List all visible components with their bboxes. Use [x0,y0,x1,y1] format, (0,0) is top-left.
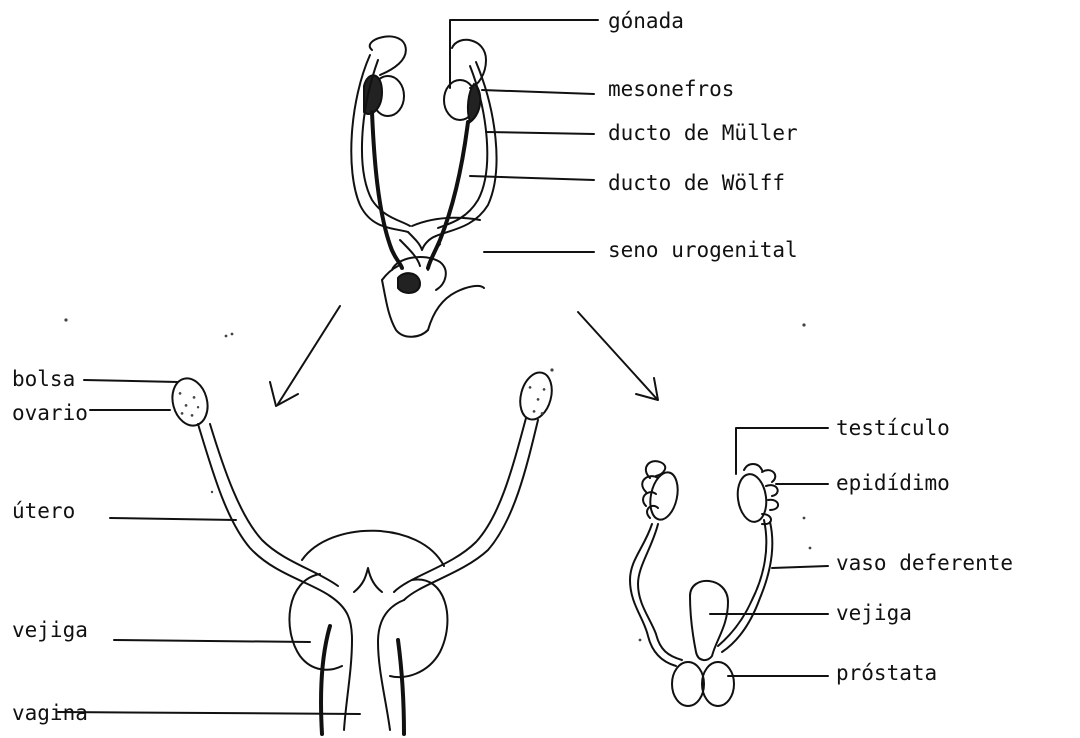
indifferent-stage-drawing [351,36,496,336]
label-vagina: vagina [12,701,88,725]
label-vejiga-female: vejiga [12,618,88,642]
label-ovario: ovario [12,401,88,425]
label-vejiga-male: vejiga [836,601,912,625]
arrow-to-female-icon [270,306,340,406]
top-leader-lines [450,20,598,252]
label-testiculo: testículo [836,416,950,440]
male-reproductive-drawing [630,461,778,706]
label-bolsa: bolsa [12,367,75,391]
label-utero: útero [12,499,75,523]
label-mesonefros: mesonefros [608,77,734,101]
label-epididimo: epidídimo [836,471,950,495]
male-leader-lines [710,428,828,676]
label-ducto-wolff: ducto de Wölff [608,171,785,195]
label-gonada: gónada [608,9,684,33]
label-vaso-deferente: vaso deferente [836,551,1013,575]
female-reproductive-drawing [167,369,556,734]
label-ducto-muller: ducto de Müller [608,121,798,145]
arrow-to-male-icon [578,312,658,400]
label-seno-urogenital: seno urogenital [608,238,798,262]
stray-dots [64,318,811,641]
label-prostata: próstata [836,661,937,685]
